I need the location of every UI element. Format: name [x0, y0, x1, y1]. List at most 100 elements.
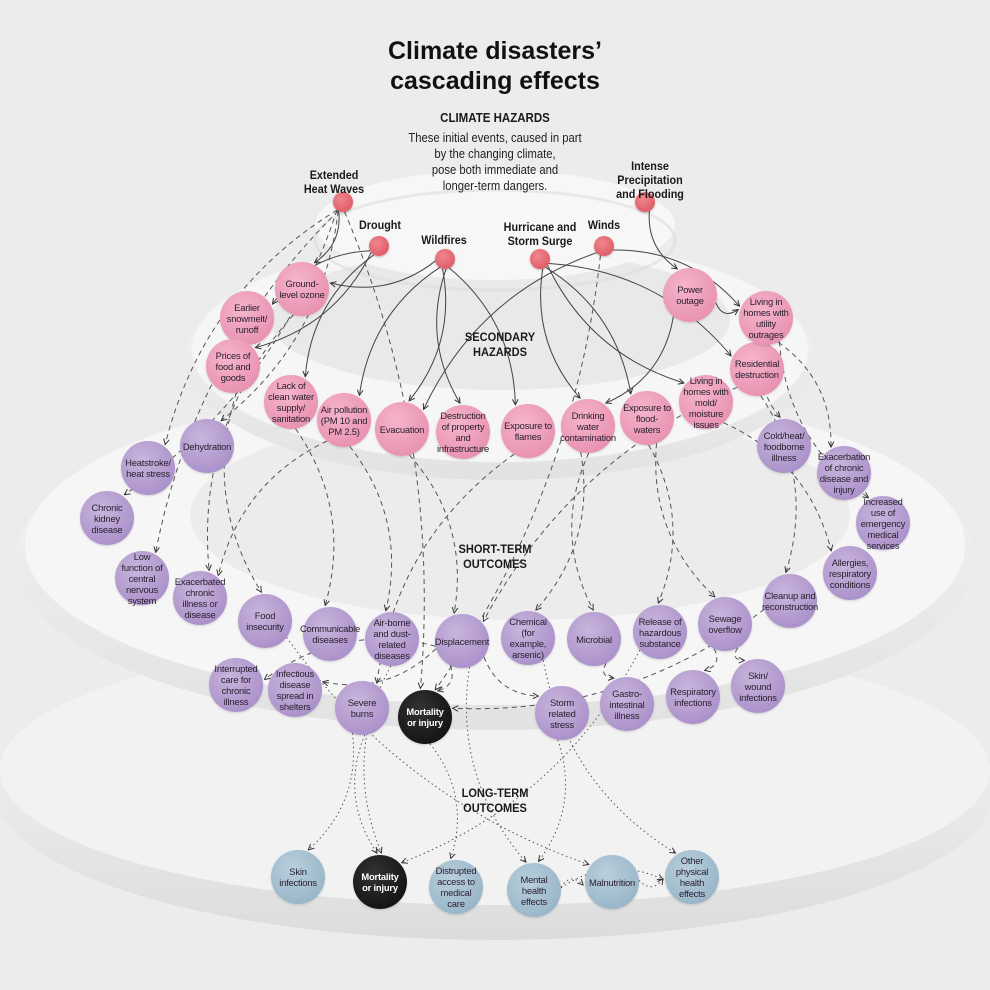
node-flames: Exposure to flames [501, 404, 555, 458]
node-drinking: Drinking water contamination [560, 399, 616, 453]
link-sewage-to-respiratory [705, 648, 718, 671]
node-residential: Residential destruction [730, 342, 784, 396]
link-wildfires-to-destruction [436, 268, 460, 403]
node-label: Respiratory infections [670, 686, 716, 708]
link-utility-to-exacerbation [777, 341, 831, 447]
node-burns: Severe burns [335, 681, 389, 735]
link-hurricane-to-floodwaters [545, 266, 631, 394]
node-label: Increased use of emergency medical servi… [860, 495, 906, 551]
node-mold: Living in homes with mold/ moisture issu… [679, 375, 733, 430]
node-shelters: Infectious disease spread in shelters [268, 663, 322, 717]
link-residential-to-cleanup [760, 395, 797, 573]
node-interrupted: Interrupted care for chronic illness [209, 658, 263, 712]
hazard-label-line: Hurricane and [503, 220, 577, 234]
link-stress-to-mental [539, 739, 567, 862]
link-wildfires-to-flames [449, 267, 515, 405]
node-exacerbation: Exacerbation of chronic disease and inju… [817, 446, 871, 500]
hazard-label-line: Precipitation [617, 173, 683, 187]
link-cleanwater-to-communicable [295, 428, 335, 606]
node-skin: Skin infections [271, 850, 325, 904]
node-cleanwater: Lack of clean water supply/ sanitation [264, 375, 318, 429]
link-prices-to-foodinsecurity [223, 392, 261, 592]
heading-line: HAZARDS [473, 345, 527, 359]
node-evacuation: Evacuation [375, 402, 429, 456]
node-otherphysical: Other physical health effects [665, 850, 719, 904]
hazard-label-wildfires: Wildfires [421, 233, 467, 247]
node-medicalcare: Distrupted access to medical care [429, 860, 483, 914]
climate-hazards-heading-text: CLIMATE HAZARDS [440, 111, 550, 125]
node-snowmelt: Earlier snowmelt/ runoff [220, 291, 274, 345]
link-hurricane-to-drinking [540, 268, 580, 399]
node-label: Air-borne and dust-related diseases [373, 617, 411, 661]
long-term-outcomes-heading: LONG-TERM OUTCOMES [444, 786, 545, 816]
description-line: pose both immediate and [431, 163, 559, 177]
link-power-to-drinking [606, 316, 674, 403]
node-label: Prices of food and goods [215, 349, 251, 383]
link-mold-to-allergies [723, 422, 831, 551]
hazard-label-line: Intense [631, 159, 669, 173]
climate-hazards-heading: CLIMATE HAZARDS [403, 111, 587, 126]
node-label: Sewage overflow [708, 613, 742, 635]
node-label: Ground-level ozone [279, 278, 325, 300]
node-label: Mental health effects [520, 873, 548, 907]
node-label: Low function of central nervous system [121, 550, 163, 606]
node-exacerbated: Exacerbated chronic illness or disease [173, 571, 227, 625]
node-label: Destruction of property and infrastructu… [437, 410, 489, 454]
climate-hazards-description: These initial events, caused in part by … [383, 130, 608, 194]
node-label: Exposure to flames [504, 420, 552, 442]
link-flood-to-power [648, 210, 677, 269]
node-respiratory: Respiratory infections [666, 670, 720, 724]
hazard-label-line: Extended [309, 168, 359, 182]
node-label: Lack of clean water supply/ sanitation [268, 380, 314, 424]
link-floodwaters-to-hazardous [648, 444, 674, 603]
link-displacement-to-stress [483, 656, 539, 696]
node-displacement: Displacement [435, 614, 489, 668]
link-wildfires-to-ozone [330, 260, 436, 288]
node-dehydration: Dehydration [180, 419, 234, 473]
link-heat-to-heatstroke [165, 209, 338, 445]
node-airpollution: Air pollution (PM 10 and PM 2.5) [317, 393, 371, 447]
secondary-hazards-heading: SECONDARY HAZARDS [449, 330, 550, 360]
description-line: These initial events, caused in part [408, 131, 582, 145]
node-utility: Living in homes with utility outrages [739, 291, 793, 345]
link-heat-to-dehydration [221, 210, 339, 421]
hazard-label-line: Heat Waves [303, 182, 365, 196]
link-heat-to-ozone [314, 210, 340, 263]
node-label: Chronic kidney disease [91, 501, 123, 535]
node-label: Malnutrition [588, 876, 636, 888]
description-line: by the changing climate, [434, 147, 556, 161]
link-wildfires-to-airpollution [359, 267, 440, 395]
link-sewage-to-skinwound [734, 647, 744, 661]
link-airpollution-to-exacerbated [218, 440, 328, 575]
link-hurricane-to-residential [548, 263, 731, 356]
link-malnutrition-to-otherphysical [638, 879, 663, 888]
page-title: Climate disasters’ cascading effects [0, 36, 990, 96]
link-mental-to-malnutrition [560, 878, 583, 888]
node-destruction: Destruction of property and infrastructu… [436, 405, 490, 459]
node-kidney: Chronic kidney disease [80, 491, 134, 545]
hazard-label-winds: Winds [588, 218, 620, 232]
node-mental: Mental health effects [507, 863, 561, 917]
hazard-label-line: Storm Surge [507, 234, 573, 248]
node-label: Infectious disease spread in shelters [275, 668, 315, 712]
node-stress: Storm related stress [535, 686, 589, 740]
node-label: Power outage [676, 284, 704, 306]
hazard-label-line: Wildfires [421, 233, 467, 247]
node-label: Skin infections [279, 866, 317, 888]
link-hurricane-to-mold [547, 265, 684, 384]
link-mortality_st-to-medicalcare [429, 743, 458, 859]
node-label: Exacerbated chronic illness or disease [174, 576, 226, 620]
title-text: Climate disasters’ cascading effects [388, 37, 602, 95]
node-label: Displacement [434, 635, 490, 647]
node-label: Allergies, respiratory conditions [828, 556, 872, 590]
node-mortality-st: Mortality or injury [398, 690, 452, 744]
node-label: Interrupted care for chronic illness [214, 663, 258, 707]
node-label: Evacuation [379, 423, 425, 435]
node-communicable: Communicable diseases [300, 607, 360, 661]
node-heatstroke: Heatstroke/ heat stress [121, 441, 175, 495]
node-foodborne: Cold/heat/ foodborne illness [757, 419, 811, 473]
node-malnutrition: Malnutrition [585, 855, 639, 909]
node-gastro: Gastro-intestinal illness [600, 677, 654, 731]
node-cns: Low function of central nervous system [115, 550, 169, 606]
